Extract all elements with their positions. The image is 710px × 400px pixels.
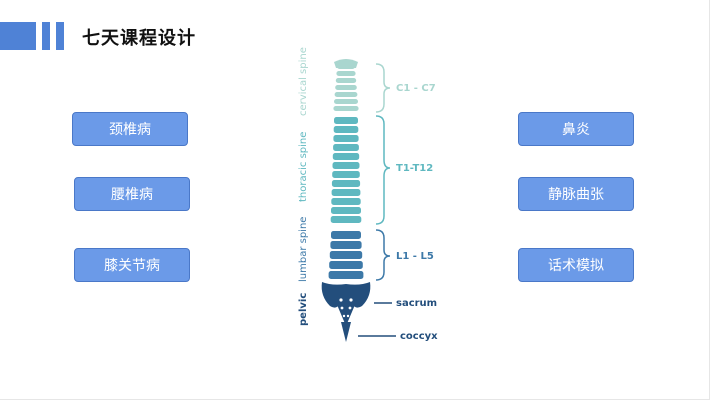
topic-button-rhinitis[interactable]: 鼻炎 (518, 112, 634, 146)
topic-button-cervical[interactable]: 颈椎病 (72, 112, 188, 146)
vertebra (332, 171, 360, 178)
vertebra (328, 271, 364, 279)
vertebra (330, 241, 362, 249)
vertebra (331, 189, 361, 196)
vertebra (332, 162, 360, 169)
topic-button-roleplay[interactable]: 话术模拟 (518, 248, 634, 282)
vertebra (333, 135, 359, 142)
cervical-brace (375, 63, 391, 113)
pelvic-section-label: pelvic (298, 293, 309, 326)
header-bar-wide (0, 22, 36, 50)
pelvis-illustration (321, 282, 371, 342)
vertebra (331, 231, 361, 239)
vertebra (329, 261, 363, 269)
vertebra (331, 180, 361, 187)
header-bar-narrow (42, 22, 50, 50)
vertebra (333, 126, 359, 133)
cervical-section-label: cervical spine (298, 47, 309, 116)
topic-button-varicose[interactable]: 静脉曲张 (518, 177, 634, 211)
sacrum-label: sacrum (396, 298, 437, 309)
lumbar-section-label: lumbar spine (298, 217, 309, 282)
topic-button-knee[interactable]: 膝关节病 (74, 248, 190, 282)
vertebra (333, 106, 359, 111)
vertebra (331, 198, 361, 205)
coccyx-label: coccyx (400, 331, 438, 342)
vertebra (329, 251, 363, 259)
vertebra (335, 78, 357, 83)
vertebra (336, 71, 356, 76)
thoracic-brace (375, 115, 391, 225)
vertebra (334, 99, 358, 104)
vertebra (334, 117, 358, 124)
lumbar-brace (375, 229, 391, 281)
vertebra (334, 92, 358, 97)
atlas-vertebra (334, 59, 358, 68)
vertebra (332, 153, 360, 160)
vertebra (335, 85, 357, 90)
cervical-range-label: C1 - C7 (396, 83, 436, 94)
topic-button-lumbar[interactable]: 腰椎病 (74, 177, 190, 211)
header-bar-narrow (56, 22, 64, 50)
vertebra (333, 144, 359, 151)
thoracic-section-label: thoracic spine (298, 132, 309, 202)
page-title: 七天课程设计 (82, 28, 196, 49)
thoracic-range-label: T1-T12 (396, 163, 433, 174)
vertebrae-column (328, 59, 364, 279)
vertebra (331, 207, 361, 214)
lumbar-range-label: L1 - L5 (396, 251, 434, 262)
vertebra (330, 216, 362, 223)
